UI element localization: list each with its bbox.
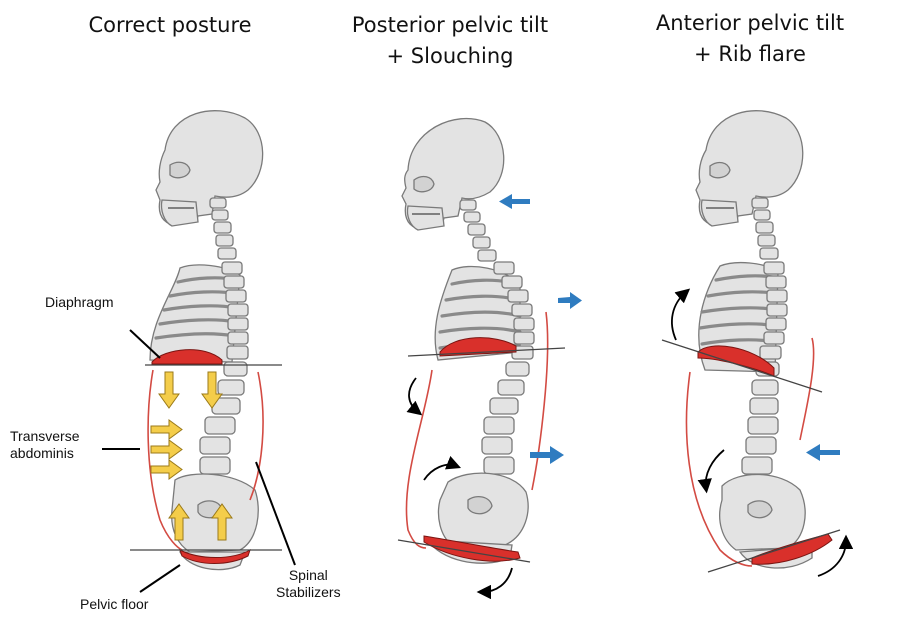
eye-socket (709, 161, 731, 179)
label-pelvic-floor: Pelvic floor (80, 596, 149, 612)
jaw (406, 205, 445, 231)
cervical-spine (459, 199, 497, 262)
skull (695, 110, 804, 225)
diaphragm-leader (129, 329, 161, 359)
diaphragm-reference-line (661, 339, 823, 393)
down-arrow-icon (158, 371, 180, 409)
panel-title-line: Posterior pelvic tilt (351, 13, 549, 37)
diaphragm-reference-line (407, 347, 566, 357)
pelvic-floor-reference-line (397, 539, 531, 563)
label-line: Transverse (10, 428, 80, 444)
left-arrow-icon (806, 444, 840, 461)
up-arrow-icon (211, 503, 233, 541)
eye-socket (169, 161, 191, 179)
diaphragm-muscle (697, 345, 775, 377)
spinal-stabilizers-leader (255, 461, 296, 566)
jaw (700, 199, 739, 227)
pelvic-floor-muscle (751, 533, 833, 565)
thoracic-lumbar-spine (199, 261, 249, 475)
pelvic-floor-leader (139, 564, 181, 593)
back-muscle-line (531, 311, 549, 491)
rib-cage (698, 261, 779, 373)
eye-socket (413, 175, 435, 193)
left-arrow-icon (499, 194, 530, 209)
panel-title-line: Anterior pelvic tilt (655, 11, 845, 35)
thoracic-lumbar-spine (741, 261, 788, 475)
panel-title-line: + Slouching (386, 44, 514, 68)
panel-title-anterior-tilt: Anterior pelvic tilt + Rib flare (630, 8, 870, 70)
rotation-arrow-icon (476, 567, 513, 600)
yellow-arrows (150, 371, 233, 541)
rotation-arrow-icon (697, 449, 725, 494)
pelvic-floor-reference-line (707, 529, 841, 573)
right-arrow-icon (530, 446, 564, 464)
label-spinal-stabilizers: Spinal Stabilizers (276, 567, 341, 601)
abdominal-wall-line (685, 371, 753, 567)
panel-title-line: + Rib flare (694, 42, 806, 66)
cervical-spine (751, 197, 779, 260)
skull (401, 117, 505, 229)
rib-cage (149, 264, 241, 363)
label-line: Spinal (288, 567, 328, 583)
back-muscle-line (249, 371, 264, 501)
pelvic-floor-muscle (423, 535, 521, 562)
panel-title-posterior-tilt: Posterior pelvic tilt + Slouching (330, 10, 570, 72)
panel-title-correct-posture: Correct posture (60, 10, 280, 41)
right-arrow-icon (150, 439, 183, 460)
thoracic-lumbar-spine (481, 261, 535, 475)
label-transverse-abdominis: Transverse abdominis (10, 428, 80, 462)
right-arrow-icon (150, 459, 183, 480)
skeleton-anterior-tilt (695, 110, 813, 569)
panel-title-line: Correct posture (88, 13, 252, 37)
cervical-spine (209, 197, 237, 260)
rotation-arrow-icon (671, 288, 691, 341)
jaw (160, 199, 199, 227)
skeleton-posterior-tilt (401, 117, 535, 564)
label-diaphragm: Diaphragm (45, 294, 114, 310)
skeleton-correct-posture (149, 110, 264, 571)
down-arrow-icon (201, 371, 223, 409)
right-arrow-icon (150, 419, 183, 440)
abdominal-wall-line (147, 369, 183, 551)
blue-arrows (806, 444, 840, 461)
skull (155, 110, 264, 225)
pelvic-floor-muscle (179, 548, 251, 564)
hip-socket (467, 495, 493, 515)
rotation-arrow-icon (817, 534, 854, 577)
abdominal-wall-line (405, 369, 433, 549)
rotation-arrow-icon (406, 377, 423, 416)
label-line: abdominis (10, 445, 74, 461)
rotation-arrow-icon (423, 455, 462, 481)
label-line: Stabilizers (276, 584, 341, 600)
hip-socket (747, 500, 773, 519)
right-arrow-icon (558, 292, 582, 309)
back-muscle-line (799, 337, 815, 441)
blue-arrows (499, 194, 582, 464)
up-arrow-icon (168, 503, 190, 541)
